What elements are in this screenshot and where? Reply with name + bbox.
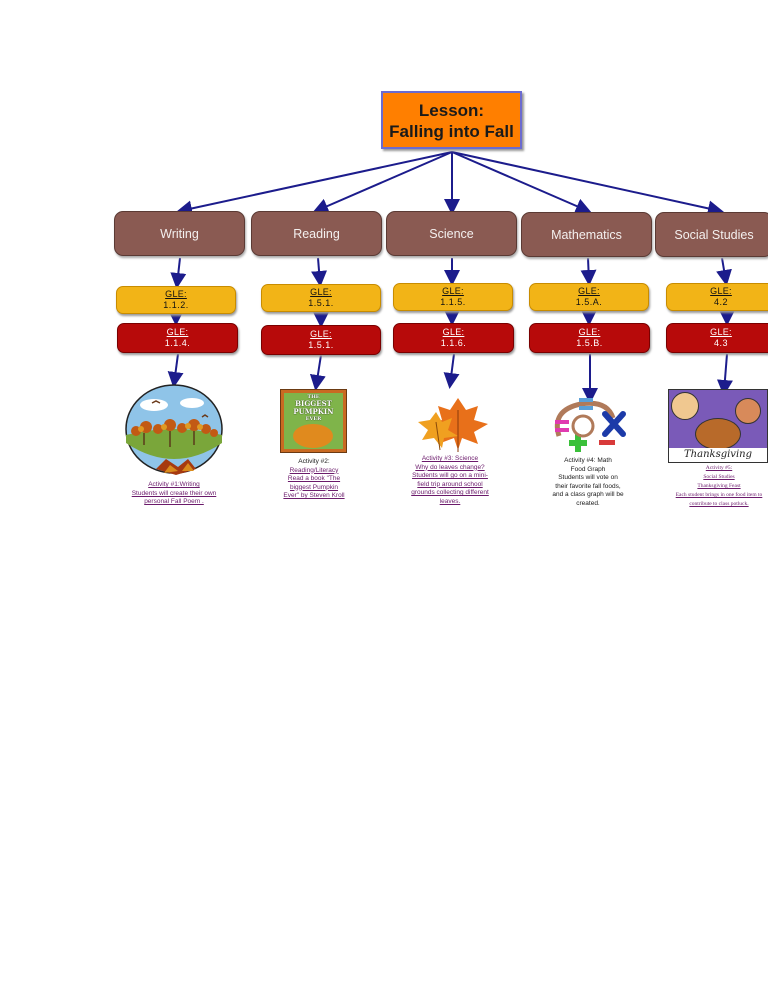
turkey-icon xyxy=(695,418,741,450)
activity-reading-heading: Activity #2: xyxy=(298,458,330,465)
gle-bottom-social-studies: GLE: 4.3 xyxy=(666,323,768,353)
activity-math-line4: their favorite fall foods, xyxy=(555,482,621,490)
thanksgiving-image: Thanksgiving xyxy=(668,389,768,463)
gle-label: GLE: xyxy=(310,329,332,339)
lesson-title-line1: Lesson: xyxy=(418,101,485,120)
autumn-leaves-image xyxy=(418,398,488,452)
arrow-to-math xyxy=(451,151,592,214)
gle-top-writing: GLE: 1.1.2. xyxy=(116,286,236,314)
thanksgiving-banner: Thanksgiving xyxy=(669,448,767,462)
gle-label: GLE: xyxy=(165,289,187,299)
activity-math-line5: and a class graph will be xyxy=(552,491,624,498)
native-child-face-icon xyxy=(735,398,761,424)
activity-social-line5[interactable]: contribute to class potluck. xyxy=(689,501,749,507)
book-title-line2: BIGGEST xyxy=(295,399,332,408)
activity-science-line3[interactable]: Students will go on a mini- xyxy=(412,472,488,479)
activity-writing: Activity #1:Writing Students will create… xyxy=(120,481,228,507)
subject-label: Reading xyxy=(293,226,340,241)
activity-math-line2: Food Graph xyxy=(570,465,606,473)
activity-math-line6: created. xyxy=(576,499,600,507)
gle-label: GLE: xyxy=(578,286,600,296)
subject-label: Writing xyxy=(160,226,199,241)
gle-code: 1.1.6. xyxy=(440,338,467,348)
gle-top-science: GLE: 1.1.5. xyxy=(393,283,513,311)
gle-code: 1.1.4. xyxy=(164,338,191,348)
activity-science-line5[interactable]: grounds collecting different xyxy=(411,489,489,496)
gle-code: 1.5.1. xyxy=(308,340,334,350)
activity-social-studies: Activity #5: Social Studies Thanksgiving… xyxy=(670,464,768,509)
gle-top-reading: GLE: 1.5.1. xyxy=(261,284,381,312)
book-title-line4: EVER xyxy=(305,416,322,422)
activity-social-line3[interactable]: Thanksgiving Feast xyxy=(697,483,741,489)
fall-tree-scene-image xyxy=(125,384,223,475)
gle-bottom-science: GLE: 1.1.6. xyxy=(393,323,514,353)
activity-math-heading: Activity #4: Math xyxy=(564,457,612,464)
gle-bottom-reading: GLE: 1.5.1. xyxy=(261,325,381,355)
activity-writing-line2[interactable]: Students will create their own xyxy=(131,489,217,497)
subject-box-social-studies: Social Studies xyxy=(655,212,768,257)
activity-science-line2[interactable]: Why do leaves change? xyxy=(415,463,485,471)
activity-science: Activity #3: Science Why do leaves chang… xyxy=(400,455,500,506)
arrow-to-social xyxy=(451,151,724,217)
gle-top-social-studies: GLE: 4.2 xyxy=(666,283,768,311)
pilgrim-face-icon xyxy=(671,392,699,420)
subject-label: Social Studies xyxy=(674,227,754,242)
gle-code: 1.5.A. xyxy=(575,297,603,307)
gle-bottom-mathematics: GLE: 1.5.B. xyxy=(529,323,650,353)
activity-science-line4[interactable]: field trip around school xyxy=(417,480,483,488)
activity-reading-line4[interactable]: biggest Pumpkin xyxy=(289,483,339,491)
gle-top-mathematics: GLE: 1.5.A. xyxy=(529,283,649,311)
activity-reading-line5[interactable]: Ever" by Steven Kroll xyxy=(283,492,345,499)
arrow-to-reading xyxy=(312,151,453,214)
gle-code: 1.5.B. xyxy=(576,338,603,348)
activity-math-line3: Students will vote on xyxy=(558,474,618,481)
math-symbols-image xyxy=(554,398,626,452)
activity-writing-link[interactable]: Activity #1:Writing xyxy=(148,481,200,488)
pumpkin-icon xyxy=(293,424,333,448)
book-cover-image: THE BIGGEST PUMPKIN EVER xyxy=(280,389,347,453)
gle-code: 4.3 xyxy=(713,338,728,348)
activity-math: Activity #4: Math Food Graph Students wi… xyxy=(540,457,636,508)
gle-code: 4.2 xyxy=(713,297,728,307)
subject-box-mathematics: Mathematics xyxy=(521,212,652,257)
gle-label: GLE: xyxy=(442,286,464,296)
subject-label: Mathematics xyxy=(551,227,622,242)
gle-code: 1.1.2. xyxy=(163,300,189,310)
subject-label: Science xyxy=(429,226,474,241)
activity-reading: Activity #2: Reading/Literacy Read a boo… xyxy=(268,458,360,501)
subject-box-reading: Reading xyxy=(251,211,382,256)
gle-label: GLE: xyxy=(578,327,601,337)
activity-reading-link[interactable]: Reading/Literacy xyxy=(289,466,339,474)
gle-code: 1.5.1. xyxy=(308,298,334,308)
gle-code: 1.1.5. xyxy=(440,297,466,307)
activity-writing-line3[interactable]: personal Fall Poem . xyxy=(144,498,204,505)
gle-label: GLE: xyxy=(166,327,189,337)
lesson-title-line2: Falling into Fall xyxy=(389,122,514,141)
activity-reading-line3[interactable]: Read a book "The xyxy=(287,475,341,482)
gle-label: GLE: xyxy=(710,286,732,296)
subject-box-writing: Writing xyxy=(114,211,245,256)
activity-social-line4[interactable]: Each student brings in one food item to xyxy=(675,492,763,498)
activity-social-link[interactable]: Activity #5: xyxy=(705,465,733,471)
activity-social-line2[interactable]: Social Studies xyxy=(703,474,735,480)
gle-label: GLE: xyxy=(710,327,732,337)
gle-label: GLE: xyxy=(442,327,465,337)
lesson-title-box: Lesson: Falling into Fall xyxy=(381,91,522,149)
subject-box-science: Science xyxy=(386,211,517,256)
activity-science-line6[interactable]: leaves. xyxy=(439,497,461,505)
book-title-line3: PUMPKIN xyxy=(293,407,334,416)
gle-bottom-writing: GLE: 1.1.4. xyxy=(117,323,238,353)
activity-science-link[interactable]: Activity #3: Science xyxy=(421,455,479,462)
book-title-line1: THE xyxy=(307,394,320,400)
gle-label: GLE: xyxy=(310,287,332,297)
arrow-to-writing xyxy=(176,151,453,217)
